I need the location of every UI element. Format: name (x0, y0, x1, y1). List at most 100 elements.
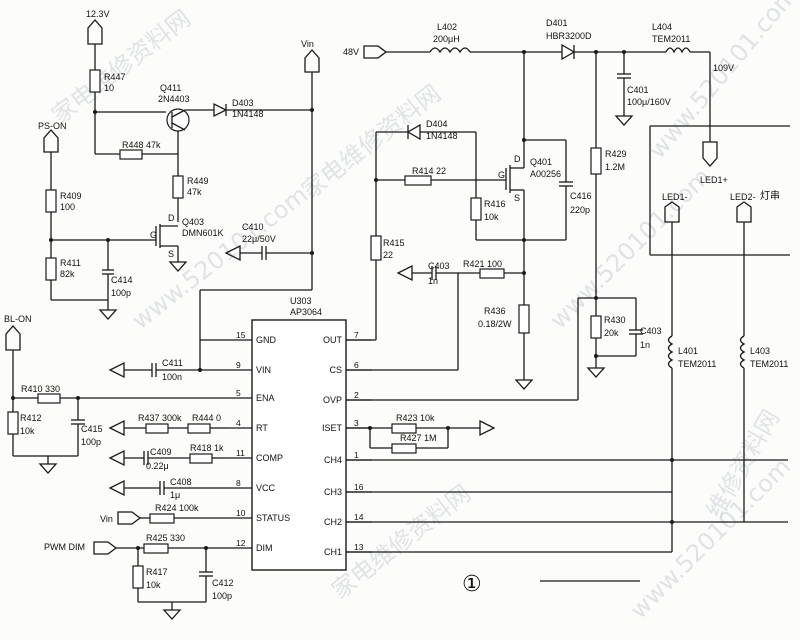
resistor-r444 (187, 423, 211, 434)
ic-pin-name: OVP (323, 395, 342, 405)
r409-value: 100 (60, 202, 75, 212)
d403-part: 1N4148 (232, 109, 264, 119)
bl-on-label: BL-ON (4, 314, 32, 324)
l403-value: TEM2011 (750, 359, 788, 369)
q403-d: D (168, 213, 175, 223)
rail-48v-arrow (363, 45, 388, 59)
watermark-text: www.520101.com (624, 453, 796, 625)
ic-pin-number: 9 (236, 360, 241, 370)
ic-pin-number: 5 (236, 388, 241, 398)
r425-label: R425 330 (146, 533, 185, 543)
c410-ref: C410 (242, 222, 264, 232)
junction-dots (11, 50, 626, 550)
c408-value: 1μ (170, 490, 180, 500)
q403-ref: Q403 (182, 217, 204, 227)
bl-on-arrow[interactable] (5, 325, 21, 351)
c415-ref: C415 (81, 424, 103, 434)
resistor-r410 (37, 393, 61, 404)
ic-pin-number: 12 (236, 538, 246, 548)
d401-part: HBR3200D (546, 31, 592, 41)
ground-symbol (479, 419, 496, 437)
r416-value: 10k (484, 212, 499, 222)
ic-pin-name: ISET (322, 423, 343, 433)
resistor-r414 (404, 175, 432, 186)
resistor-r415 (370, 235, 382, 261)
ic-body (251, 319, 347, 571)
c409-ref: C409 (150, 447, 172, 457)
ic-pin-number: 15 (236, 330, 246, 340)
resistor-r429 (590, 147, 602, 175)
ps-on-arrow[interactable] (43, 129, 59, 153)
l404-ref: L404 (652, 22, 672, 32)
ic-pin-name: CH3 (324, 487, 342, 497)
ic-pin-name: DIM (256, 543, 273, 553)
resistor-r427 (391, 443, 417, 454)
r414-label: R414 22 (412, 166, 446, 176)
left-peripherals: C411 100n BL-ON R410 330 R412 10k C415 1… (4, 314, 234, 620)
r447-ref: R447 (104, 72, 126, 82)
r436-value: 0.18/2W (478, 319, 512, 329)
d404-ref: D404 (426, 119, 448, 129)
c411-ref: C411 (162, 358, 183, 368)
r416-ref: R416 (484, 199, 506, 209)
ground-symbol (396, 264, 413, 282)
l402-ref: L402 (437, 22, 457, 32)
l404-value: TEM2011 (652, 34, 690, 44)
ic-pin-name: COMP (256, 453, 283, 463)
watermark-text: www.520101.com (126, 180, 313, 334)
l403-ref: L403 (750, 346, 770, 356)
r421-label: R421 100 (463, 259, 502, 269)
ic-pin-name: CH2 (324, 517, 342, 527)
r424-label: R424 100k (155, 503, 199, 513)
q403-g: G (150, 230, 157, 240)
r415-value: 22 (383, 250, 393, 260)
q411-part: 2N4403 (158, 94, 190, 104)
ic-pin-number: 7 (354, 330, 359, 340)
pwm-dim-arrow[interactable] (93, 541, 118, 555)
ic-pin-name: CH1 (324, 547, 342, 557)
ic-pin-number: 13 (354, 542, 364, 552)
q401-ref: Q401 (530, 157, 552, 167)
watermark-text: 家电维修资料网 (326, 479, 476, 604)
q401-g: G (498, 170, 505, 180)
ground-symbol (38, 463, 58, 474)
q401-d: D (514, 154, 521, 164)
ic-pin-number: 8 (236, 478, 241, 488)
c416-ref: C416 (570, 191, 592, 201)
led2-minus-connector (736, 201, 752, 223)
ic-part: AP3064 (290, 307, 322, 317)
r449-value: 47k (187, 187, 202, 197)
boost-section: 48V L402 200μH D401 HBR3200D L404 TEM201… (343, 18, 790, 552)
led2-minus-label: LED2- (730, 192, 756, 202)
c401-ref: C401 (627, 85, 649, 95)
c403-ref: C403 (428, 261, 450, 271)
ic-pin-name: VIN (256, 365, 271, 375)
pwm-dim-label: PWM DIM (44, 542, 85, 552)
resistor-r437 (145, 423, 169, 434)
ic-pin-name: CH4 (324, 455, 342, 465)
l401-value: TEM2011 (678, 359, 716, 369)
r448-label: R448 47k (122, 140, 161, 150)
ic-pin-number: 4 (236, 418, 241, 428)
watermark-text: www.520101.com (544, 163, 716, 335)
rail-vin-arrow (304, 49, 320, 73)
ground-symbol (98, 309, 118, 320)
ground-symbol (108, 361, 125, 379)
c414-ref: C414 (111, 275, 133, 285)
resistor-r412 (7, 411, 19, 435)
d403-ref: D403 (232, 98, 254, 108)
led1-minus-connector (664, 201, 680, 223)
q411-ref: Q411 (160, 83, 181, 93)
ic-pin-number: 3 (354, 418, 359, 428)
ic-pin-number: 6 (354, 360, 359, 370)
r411-value: 82k (60, 269, 75, 279)
r436-ref: R436 (484, 306, 506, 316)
diode-d401 (561, 43, 576, 61)
ic-pin-name: OUT (323, 335, 343, 345)
r417-ref: R417 (146, 567, 168, 577)
ic-pin-number: 10 (236, 508, 246, 518)
r429-value: 1.2M (605, 162, 625, 172)
ic-pin-number: 1 (354, 450, 359, 460)
